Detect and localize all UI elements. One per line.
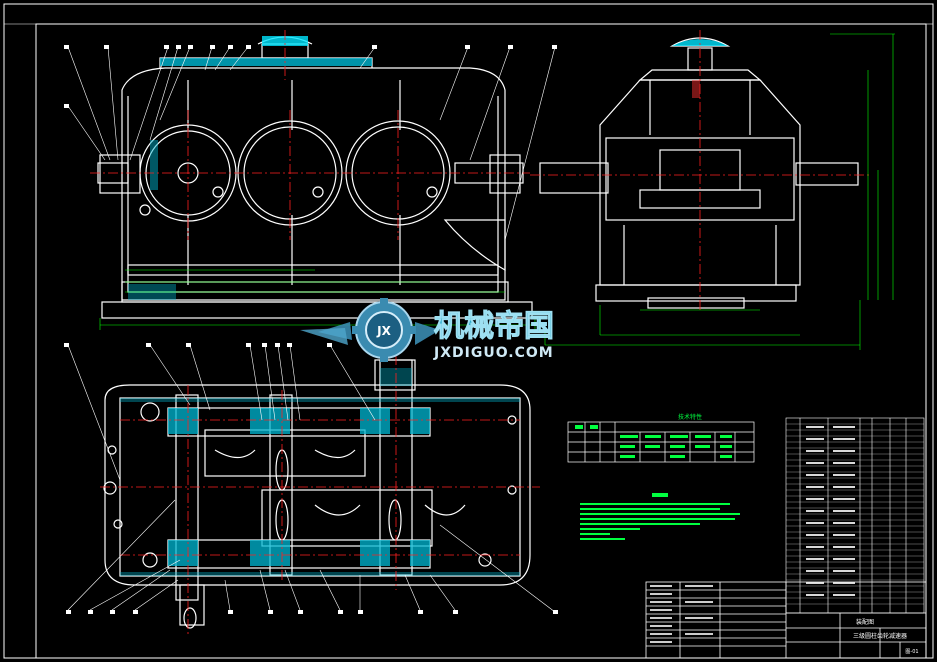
front-view-dimensions [99,269,536,330]
plan-view-balloons [64,343,558,614]
front-view-balloons [64,45,557,108]
parts-list-rows [786,423,924,605]
plan-view-leaders [67,344,556,613]
tech-table [567,421,755,463]
front-view [97,36,533,319]
watermark-logo: JX [300,298,440,362]
title-block-drawing-name: 三级圆柱齿轮减速器 [853,632,907,640]
title-block-drawing-type: 装配图 [856,618,874,626]
front-view-centerlines [90,30,530,240]
tech-table-title: 技术特性 [678,413,702,421]
title-block [645,581,927,659]
plan-view-hatch [120,368,520,576]
tech-table-text [575,425,732,458]
side-view-dimensions [544,33,895,350]
front-view-leaders [67,46,556,241]
side-view [539,37,859,309]
title-block-drawing-number: 图-01 [905,649,918,655]
parts-list-text [806,426,855,596]
side-view-hatch [672,39,728,98]
sheet-frame [3,3,934,659]
svg-text:JX: JX [376,324,391,338]
title-block-fill [650,585,713,643]
watermark-subtitle: JXDIGUO.COM [433,345,554,361]
technical-requirements [580,493,740,540]
plan-view-centerlines [100,355,540,635]
watermark-title: 机械帝国 [434,309,554,344]
side-view-centerlines [530,30,870,310]
